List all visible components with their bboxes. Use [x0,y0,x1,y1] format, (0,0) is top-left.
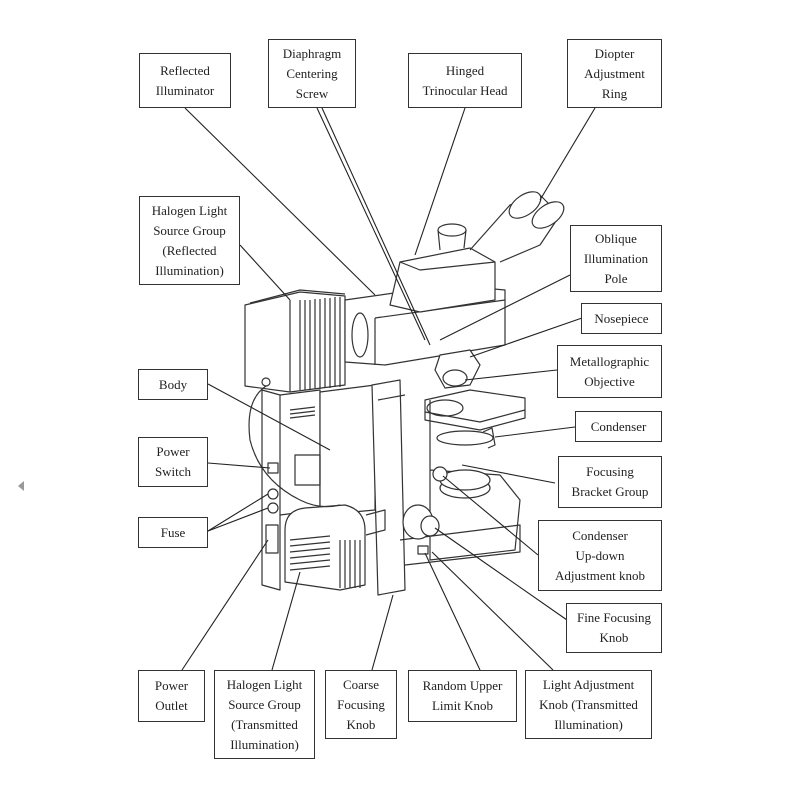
label-diopter-adjustment-ring: Diopter Adjustment Ring [567,39,662,108]
label-metallographic-objective: Metallographic Objective [557,345,662,398]
nosepiece [434,349,481,389]
label-light-adjustment-knob: Light Adjustment Knob (Transmitted Illum… [525,670,652,739]
previous-arrow-icon[interactable] [18,481,24,491]
label-condenser-updown-knob: Condenser Up-down Adjustment knob [538,520,662,591]
label-random-upper-limit-knob: Random Upper Limit Knob [408,670,517,722]
label-diaphragm-centering-screw: Diaphragm Centering Screw [268,39,356,108]
label-power-outlet: Power Outlet [138,670,205,722]
trinocular-head [389,191,565,313]
power-cable [248,385,341,508]
label-body: Body [138,369,208,400]
label-reflected-illuminator: Reflected Illuminator [139,53,231,108]
condenser [436,427,496,449]
focus-column [371,379,406,596]
label-halogen-transmitted: Halogen Light Source Group (Transmitted … [214,670,315,759]
label-power-switch: Power Switch [138,437,208,487]
label-coarse-focusing-knob: Coarse Focusing Knob [325,670,397,739]
leader-lines [181,107,596,671]
label-hinged-trinocular-head: Hinged Trinocular Head [408,53,522,108]
label-halogen-reflected: Halogen Light Source Group (Reflected Il… [139,196,240,285]
stage [424,389,526,431]
label-fuse: Fuse [138,517,208,548]
halogen-lamphouse-transmitted [284,504,386,591]
label-oblique-illumination-pole: Oblique Illumination Pole [570,225,662,292]
label-fine-focusing-knob: Fine Focusing Knob [566,603,662,653]
label-focusing-bracket-group: Focusing Bracket Group [558,456,662,508]
focus-knobs [402,466,448,555]
halogen-lamphouse-reflected [244,289,346,393]
label-nosepiece: Nosepiece [581,303,662,334]
label-condenser: Condenser [575,411,662,442]
